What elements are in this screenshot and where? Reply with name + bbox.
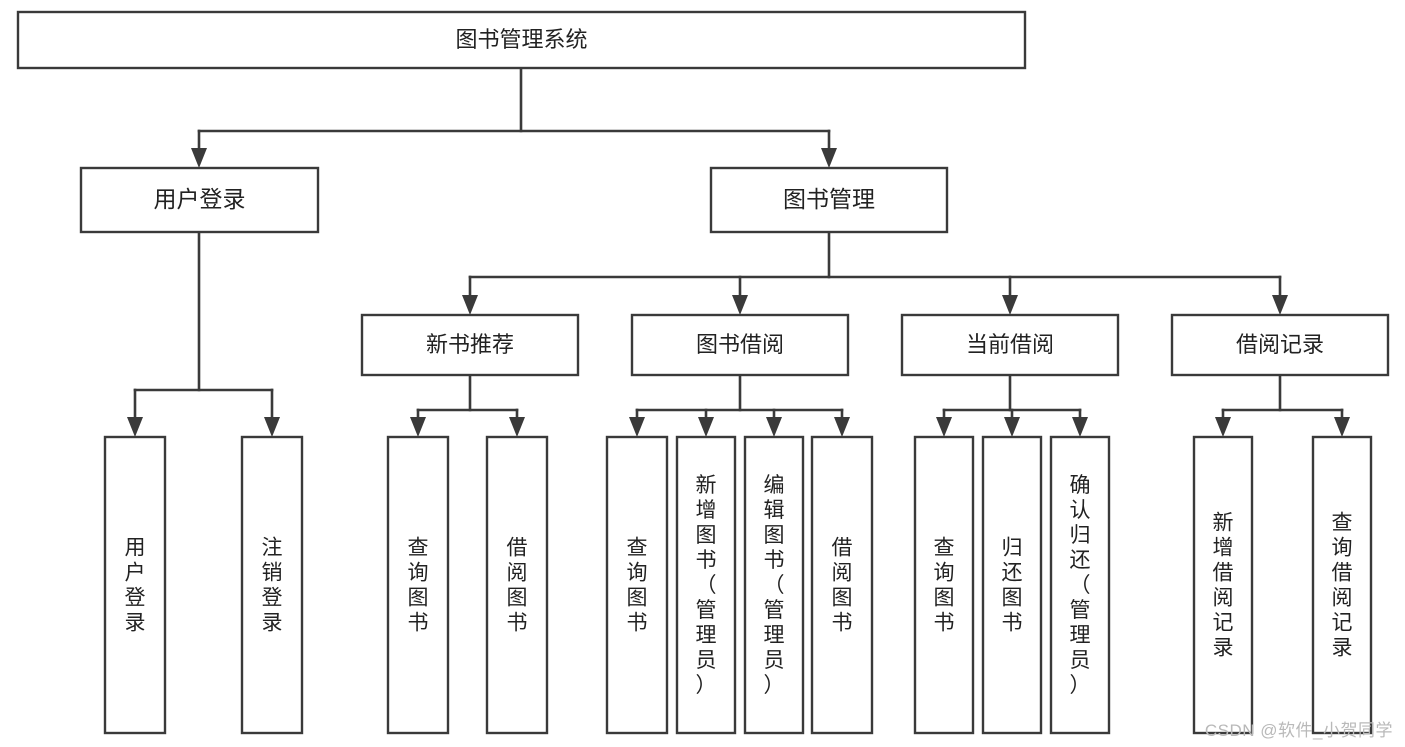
node-box-借阅图书[interactable] (485, 435, 549, 735)
node-root[interactable]: 图书管理系统 (16, 10, 1027, 70)
node-box-查询图书[interactable] (386, 435, 450, 735)
node-box-新增借阅记录[interactable] (1192, 435, 1254, 735)
node-leaf-1[interactable]: 注销登录 (240, 435, 304, 735)
node-box-用户登录[interactable] (103, 435, 167, 735)
node-leaf-8[interactable]: 查询图书 (913, 435, 975, 735)
arrow-down-icon-root-0 (191, 148, 207, 168)
node-level3-3[interactable]: 借阅记录 (1170, 313, 1390, 377)
arrow-down-icon-l3-1-3 (834, 417, 850, 437)
arrow-down-icon-l3-2-0 (936, 417, 952, 437)
node-box-编辑图书管理员[interactable] (743, 435, 805, 735)
node-box-借阅记录[interactable] (1170, 313, 1390, 377)
node-box-图书管理系统[interactable] (16, 10, 1027, 70)
node-box-当前借阅[interactable] (900, 313, 1120, 377)
node-leaf-3[interactable]: 借阅图书 (485, 435, 549, 735)
node-box-新增图书管理员[interactable] (675, 435, 737, 735)
node-leaf-7[interactable]: 借阅图书 (810, 435, 874, 735)
node-label-图书管理: 图书管理 (783, 186, 875, 212)
arrow-down-icon-book-2 (1002, 295, 1018, 315)
node-label-用户登录: 用户登录 (125, 536, 146, 634)
arrow-down-icon-book-3 (1272, 295, 1288, 315)
node-label-新增图书管理员: 新增图书（管理员） (696, 474, 717, 697)
arrow-down-icon-l3-3-1 (1334, 417, 1350, 437)
arrow-down-icon-user-1 (264, 417, 280, 437)
node-level3-0[interactable]: 新书推荐 (360, 313, 580, 377)
node-leaf-11[interactable]: 新增借阅记录 (1192, 435, 1254, 735)
node-leaf-4[interactable]: 查询图书 (605, 435, 669, 735)
node-label-新增借阅记录: 新增借阅记录 (1213, 511, 1234, 659)
node-label-查询借阅记录: 查询借阅记录 (1332, 511, 1353, 659)
node-level2-0[interactable]: 用户登录 (79, 166, 320, 234)
node-box-查询借阅记录[interactable] (1311, 435, 1373, 735)
node-label-查询图书: 查询图书 (408, 536, 429, 634)
node-label-用户登录: 用户登录 (154, 186, 246, 212)
arrow-down-icon-root-1 (821, 148, 837, 168)
arrow-down-icon-l3-0-1 (509, 417, 525, 437)
node-box-查询图书[interactable] (913, 435, 975, 735)
node-label-借阅图书: 借阅图书 (832, 536, 853, 634)
node-leaf-9[interactable]: 归还图书 (981, 435, 1043, 735)
node-box-确认归还管理员[interactable] (1049, 435, 1111, 735)
node-label-图书管理系统: 图书管理系统 (455, 27, 587, 52)
node-label-当前借阅: 当前借阅 (966, 332, 1054, 357)
arrow-down-icon-l3-1-1 (698, 417, 714, 437)
node-leaf-6[interactable]: 编辑图书（管理员） (743, 435, 805, 735)
arrow-down-icon-l3-1-0 (629, 417, 645, 437)
node-level3-2[interactable]: 当前借阅 (900, 313, 1120, 377)
node-label-注销登录: 注销登录 (262, 536, 283, 634)
node-leaf-5[interactable]: 新增图书（管理员） (675, 435, 737, 735)
node-level3-1[interactable]: 图书借阅 (630, 313, 850, 377)
node-label-确认归还管理员: 确认归还（管理员） (1070, 474, 1091, 697)
nodes-layer: 图书管理系统用户登录图书管理新书推荐图书借阅当前借阅借阅记录用户登录注销登录查询… (16, 10, 1390, 735)
arrow-down-icon-l3-2-2 (1072, 417, 1088, 437)
node-box-用户登录[interactable] (79, 166, 320, 234)
node-label-归还图书: 归还图书 (1002, 536, 1023, 634)
node-label-新书推荐: 新书推荐 (426, 332, 514, 357)
node-box-图书借阅[interactable] (630, 313, 850, 377)
node-label-查询图书: 查询图书 (627, 536, 648, 634)
node-label-借阅图书: 借阅图书 (507, 536, 528, 634)
arrow-down-icon-l3-0-0 (410, 417, 426, 437)
arrow-down-icon-book-0 (462, 295, 478, 315)
node-box-注销登录[interactable] (240, 435, 304, 735)
node-label-借阅记录: 借阅记录 (1236, 332, 1324, 357)
node-box-查询图书[interactable] (605, 435, 669, 735)
arrow-down-icon-l3-1-2 (766, 417, 782, 437)
node-leaf-0[interactable]: 用户登录 (103, 435, 167, 735)
node-level2-1[interactable]: 图书管理 (709, 166, 949, 234)
node-box-图书管理[interactable] (709, 166, 949, 234)
node-box-新书推荐[interactable] (360, 313, 580, 377)
arrow-down-icon-l3-2-1 (1004, 417, 1020, 437)
node-label-图书借阅: 图书借阅 (696, 332, 784, 357)
arrow-down-icon-l3-3-0 (1215, 417, 1231, 437)
node-box-借阅图书[interactable] (810, 435, 874, 735)
node-label-查询图书: 查询图书 (934, 536, 955, 634)
node-box-归还图书[interactable] (981, 435, 1043, 735)
edges-layer (127, 66, 1350, 437)
node-leaf-12[interactable]: 查询借阅记录 (1311, 435, 1373, 735)
arrow-down-icon-user-0 (127, 417, 143, 437)
node-leaf-10[interactable]: 确认归还（管理员） (1049, 435, 1111, 735)
node-label-编辑图书管理员: 编辑图书（管理员） (764, 474, 785, 697)
node-leaf-2[interactable]: 查询图书 (386, 435, 450, 735)
arrow-down-icon-book-1 (732, 295, 748, 315)
